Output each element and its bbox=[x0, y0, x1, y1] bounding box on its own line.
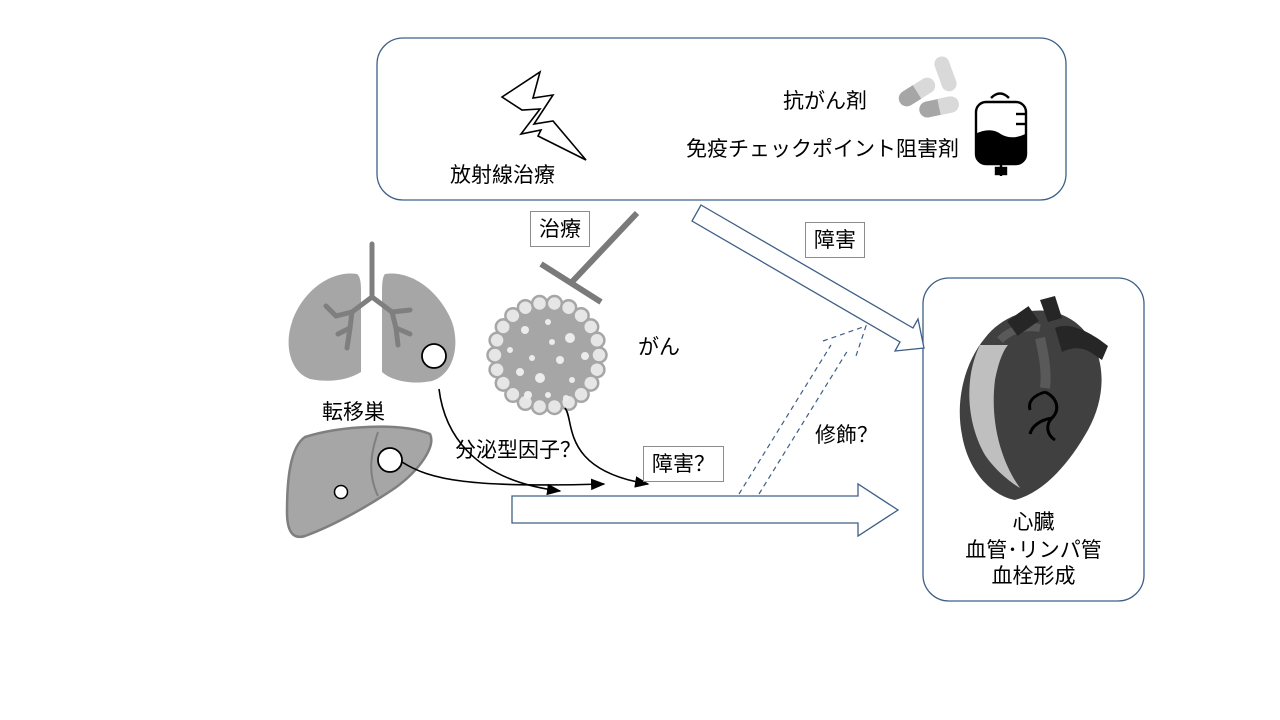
pills-icon bbox=[898, 56, 959, 118]
cancer-label: がん bbox=[638, 335, 680, 359]
radiation-label: 放射線治療 bbox=[450, 163, 555, 187]
target-label-thrombus: 血栓形成 bbox=[991, 564, 1076, 588]
target-label-heart: 心臓 bbox=[1012, 510, 1055, 534]
checkpoint-label: 免疫チェックポイント阻害剤 bbox=[686, 137, 959, 161]
anticancer-label: 抗がん剤 bbox=[783, 89, 867, 113]
secretion-arrows bbox=[401, 388, 650, 496]
treatment-box bbox=[376, 37, 1067, 201]
inhibit-arrow bbox=[539, 210, 640, 305]
liver-icon bbox=[285, 425, 433, 539]
target-label-vessels: 血管･リンパ管 bbox=[965, 538, 1102, 562]
damage-arrow bbox=[691, 204, 925, 352]
tumor-icon bbox=[486, 294, 608, 416]
lightning-icon bbox=[500, 70, 587, 161]
modify-label: 修飾？ bbox=[815, 423, 878, 447]
heart-icon bbox=[959, 296, 1108, 500]
metastasis-label: 転移巣 bbox=[322, 400, 385, 424]
modify-arrow bbox=[738, 325, 867, 495]
lungs-icon bbox=[288, 241, 456, 383]
damage-label: 障害 bbox=[805, 222, 865, 258]
main-arrow bbox=[511, 482, 900, 538]
treat-label: 治療 bbox=[530, 211, 590, 247]
damage-q-label: 障害？ bbox=[643, 446, 724, 482]
secreted-label: 分泌型因子？ bbox=[455, 438, 581, 462]
iv-bag-icon bbox=[974, 92, 1028, 176]
